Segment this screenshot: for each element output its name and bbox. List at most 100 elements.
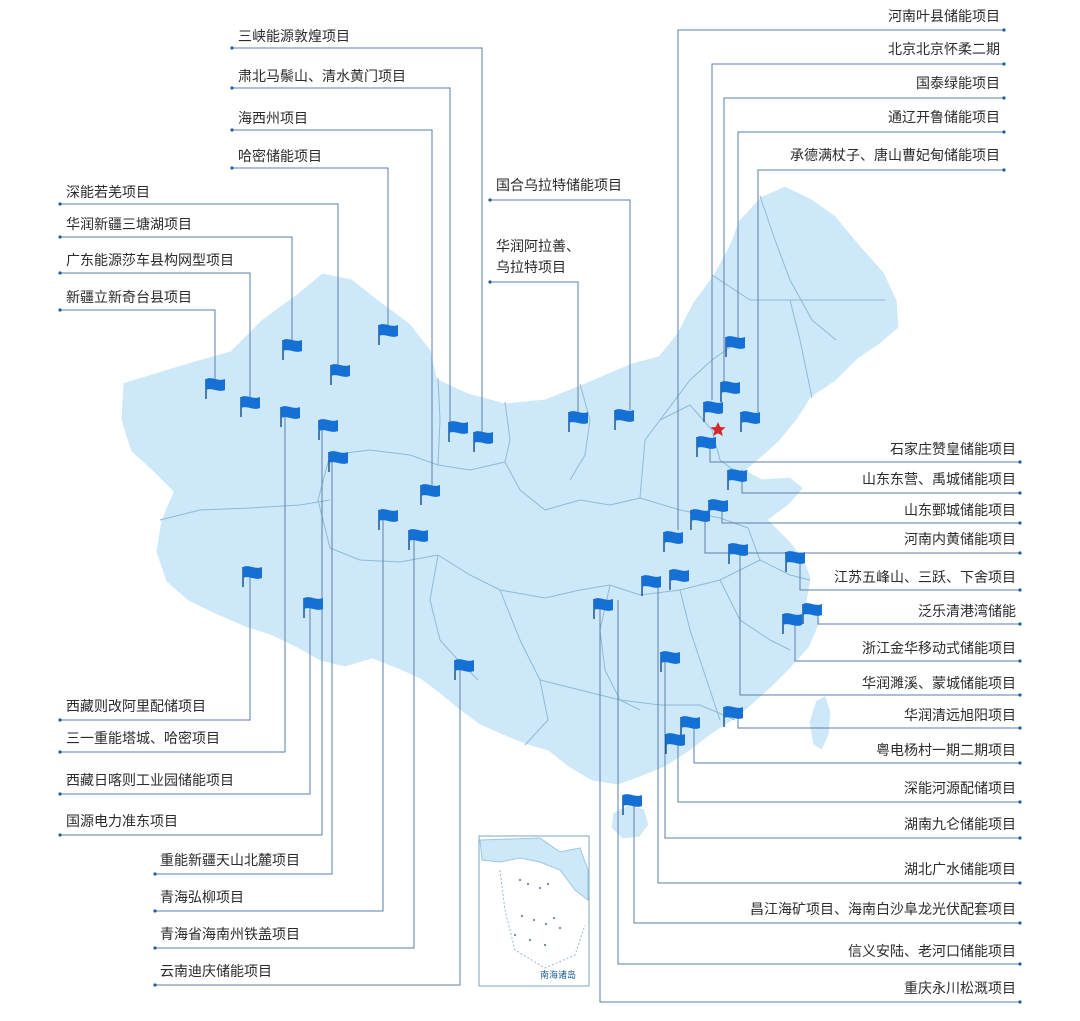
flag-icon bbox=[690, 509, 710, 530]
flag-icon bbox=[728, 543, 748, 564]
flag-icon bbox=[454, 659, 474, 680]
flag-icon bbox=[330, 364, 350, 385]
leader-end-dot bbox=[1002, 28, 1006, 32]
capital-star-icon bbox=[710, 422, 726, 436]
leader-line bbox=[794, 615, 1020, 662]
leader-end-dot bbox=[230, 128, 234, 132]
flag-icon bbox=[720, 381, 740, 402]
flag-icon bbox=[725, 336, 745, 357]
flag-icon bbox=[785, 551, 805, 572]
leader-line bbox=[704, 512, 1020, 554]
leader-end-dot bbox=[58, 750, 62, 754]
leader-line bbox=[60, 309, 216, 380]
leader-end-dot bbox=[58, 235, 62, 239]
leader-end-dot bbox=[153, 983, 157, 987]
leader-end-dot bbox=[153, 872, 157, 876]
label-r3: 国泰绿能项目 bbox=[916, 76, 1000, 92]
label-r15: 粤电杨村一期二期项目 bbox=[876, 743, 1016, 759]
leader-line bbox=[60, 421, 323, 836]
leader-end-dot bbox=[58, 718, 62, 722]
leader-line bbox=[664, 652, 1020, 839]
flag-icon bbox=[622, 794, 642, 815]
leader-end-dot bbox=[1018, 1000, 1022, 1004]
label-l3: 海西州项目 bbox=[238, 111, 308, 127]
label-l2: 肃北马鬃山、清水黄门项目 bbox=[238, 68, 406, 85]
flag-icon bbox=[420, 484, 440, 505]
project-flags bbox=[205, 324, 822, 815]
flag-icon bbox=[740, 411, 760, 432]
flag-icon bbox=[614, 409, 634, 430]
label-b6: 青海弘柳项目 bbox=[160, 889, 244, 906]
label-b1: 西藏则改阿里配储项目 bbox=[66, 699, 206, 715]
leader-line bbox=[232, 47, 483, 432]
leader-line bbox=[693, 718, 1020, 764]
flag-icon bbox=[280, 406, 300, 427]
label-r14: 华润清远旭阳项目 bbox=[904, 708, 1016, 724]
inset-label: 南海诸岛 bbox=[540, 969, 576, 981]
leader-end-dot bbox=[1018, 491, 1022, 495]
flag-icon bbox=[680, 716, 700, 737]
leader-end-dot bbox=[1018, 726, 1022, 730]
leader-end-dot bbox=[1018, 881, 1022, 885]
leader-end-dot bbox=[58, 202, 62, 206]
leader-line bbox=[657, 578, 1020, 884]
leader-line bbox=[155, 531, 415, 949]
leader-line bbox=[60, 568, 251, 721]
leader-line bbox=[490, 199, 631, 410]
leader-end-dot bbox=[58, 308, 62, 312]
label-b2: 三一重能塔城、哈密项目 bbox=[66, 730, 220, 747]
label-r16: 深能河源配储项目 bbox=[904, 781, 1016, 797]
flag-icon bbox=[568, 411, 588, 432]
label-l5: 深能若羌项目 bbox=[66, 185, 150, 201]
label-r18: 湖北广水储能项目 bbox=[904, 862, 1016, 878]
leader-line bbox=[599, 600, 1020, 1003]
flag-icon bbox=[328, 451, 348, 472]
leader-line bbox=[232, 167, 389, 326]
leader-end-dot bbox=[1018, 962, 1022, 966]
leader-end-dot bbox=[488, 280, 492, 284]
flag-icon bbox=[727, 469, 747, 490]
label-l8: 新疆立新奇台县项目 bbox=[66, 289, 192, 306]
leader-line bbox=[60, 598, 311, 795]
flag-icon bbox=[240, 396, 260, 417]
leader-end-dot bbox=[1018, 588, 1022, 592]
flag-icon bbox=[703, 401, 723, 422]
leader-line bbox=[723, 97, 1004, 383]
flag-icon bbox=[696, 436, 716, 457]
label-r17: 湖南九仑储能项目 bbox=[904, 817, 1016, 833]
label-r9: 河南内黄储能项目 bbox=[904, 531, 1016, 548]
flag-icon bbox=[663, 531, 683, 552]
leader-line bbox=[633, 796, 1020, 924]
label-l10a: 华润阿拉善、 bbox=[496, 239, 580, 255]
flag-icon bbox=[378, 324, 398, 345]
leader-end-dot bbox=[58, 792, 62, 796]
label-r11: 泛乐清港湾储能 bbox=[918, 603, 1016, 620]
leader-line bbox=[617, 600, 1020, 965]
right-labels: 河南叶县储能项目 北京北京怀柔二期 国泰绿能项目 通辽开鲁储能项目 承德满杖子、… bbox=[750, 9, 1016, 997]
label-r2: 北京北京怀柔二期 bbox=[888, 42, 1000, 58]
flag-icon bbox=[802, 603, 822, 624]
flag-icon bbox=[242, 566, 262, 587]
leader-end-dot bbox=[1018, 551, 1022, 555]
label-b7: 青海省海南州铁盖项目 bbox=[160, 927, 300, 943]
flag-icon bbox=[378, 509, 398, 530]
leader-line bbox=[155, 511, 384, 912]
leader-end-dot bbox=[1018, 921, 1022, 925]
hainan-island bbox=[608, 802, 652, 842]
leader-end-dot bbox=[1018, 836, 1022, 840]
taiwan-island bbox=[806, 691, 834, 755]
leader-end-dot bbox=[1018, 521, 1022, 525]
leader-line bbox=[490, 281, 579, 412]
leader-end-dot bbox=[1018, 693, 1022, 697]
leader-end-dot bbox=[1002, 62, 1006, 66]
flag-icon bbox=[641, 575, 661, 596]
leader-end-dot bbox=[58, 271, 62, 275]
flag-icon bbox=[282, 339, 302, 360]
south-china-sea-inset: 南海诸岛 bbox=[478, 835, 590, 987]
flag-icon bbox=[723, 706, 743, 727]
flag-icon bbox=[593, 598, 613, 619]
leader-line bbox=[677, 29, 1004, 530]
label-b5: 重能新疆天山北麓项目 bbox=[160, 853, 300, 869]
label-r19: 昌江海矿项目、海南白沙阜龙光伏配套项目 bbox=[750, 901, 1016, 918]
